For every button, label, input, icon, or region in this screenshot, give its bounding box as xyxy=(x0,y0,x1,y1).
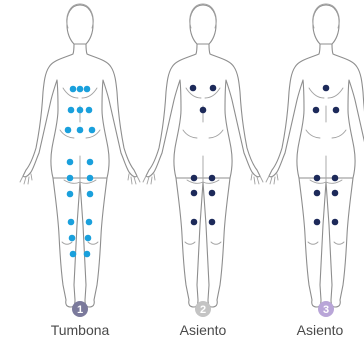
step-badge-1: 1 xyxy=(72,301,88,317)
step-badge-2: 2 xyxy=(195,301,211,317)
step-badge-3: 3 xyxy=(318,301,334,317)
badge-number-3: 3 xyxy=(323,304,329,316)
body-figure-asiento-3 xyxy=(266,4,364,307)
badge-number-2: 2 xyxy=(200,304,206,316)
caption-asiento-3: Asiento xyxy=(276,322,364,338)
caption-asiento-2: Asiento xyxy=(153,322,253,338)
body-figure-asiento-2 xyxy=(143,4,263,307)
caption-tumbona: Tumbona xyxy=(30,322,130,338)
body-figure-tumbona xyxy=(20,4,140,307)
badge-number-1: 1 xyxy=(77,304,83,316)
